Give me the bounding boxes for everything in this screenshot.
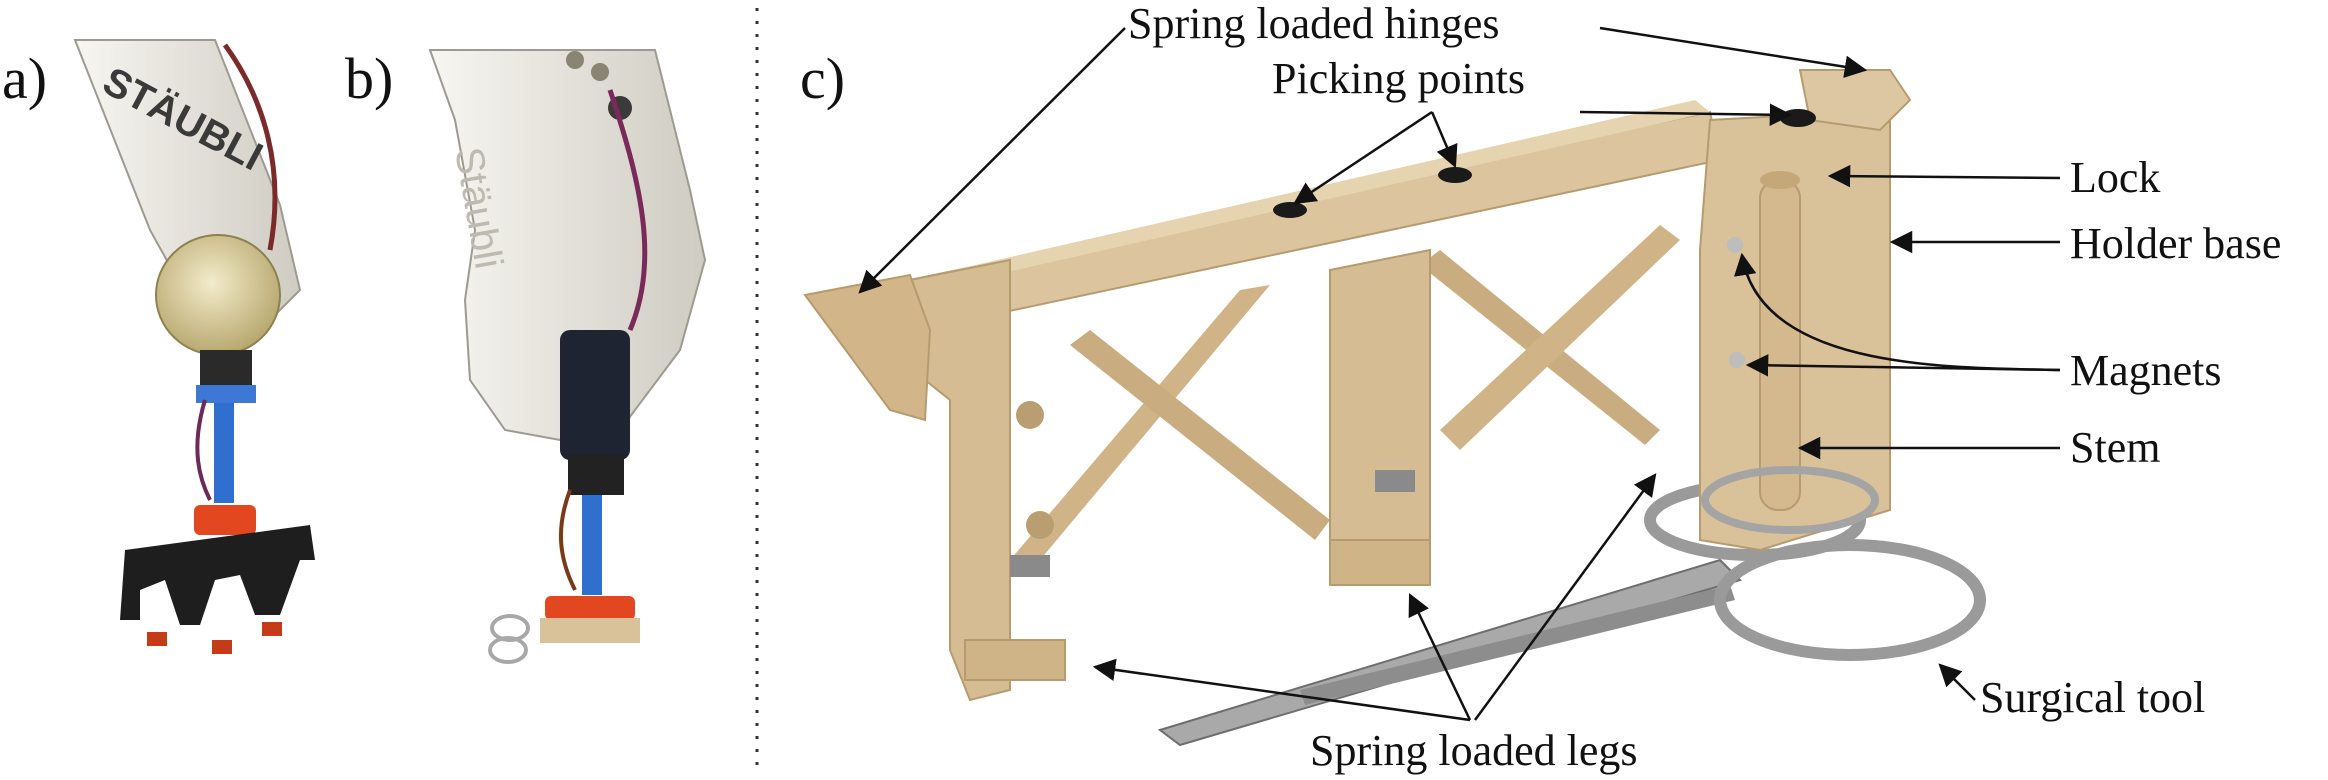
- label-hinges: Spring loaded hinges: [1128, 0, 1500, 48]
- gripper-b: [545, 596, 635, 620]
- foot-a1: [147, 632, 167, 646]
- tool-ring-b2: [488, 636, 528, 664]
- shaft-a: [214, 403, 234, 503]
- cable-b-low: [559, 489, 577, 591]
- foot-a2: [212, 640, 232, 654]
- gripper-a: [194, 505, 256, 535]
- arrow-magnet-2: [1745, 354, 2061, 377]
- arrow-hinge-right: [1599, 26, 1868, 78]
- connector-b2: [591, 63, 609, 81]
- label-magnets: Magnets: [2070, 346, 2222, 395]
- wrist-b: [560, 330, 630, 460]
- label-picking: Picking points: [1272, 54, 1525, 103]
- arrow-leg-2: [1408, 592, 1472, 721]
- surgical-tool: [1157, 479, 1986, 747]
- cable-b: [607, 89, 648, 331]
- holder-black-a: [120, 525, 315, 625]
- arrow-pick-3: [1579, 103, 1793, 126]
- shaft-b: [582, 495, 602, 595]
- panel-a: a) STÄUBLI: [2, 39, 315, 654]
- arrow-pick-2: [1430, 111, 1458, 169]
- arrow-surgical-tool: [1938, 663, 1976, 701]
- cable-a-low: [195, 399, 212, 501]
- label-surgical-tool: Surgical tool: [1980, 673, 2205, 722]
- arrow-hinge-left: [858, 27, 1126, 294]
- panel-b: b) Stäubli: [345, 46, 707, 664]
- holder-b: [540, 618, 640, 643]
- foot-a3: [262, 622, 282, 636]
- joint-disk-a: [155, 234, 281, 356]
- connector-b1: [566, 51, 584, 69]
- panel-c-letter: c): [800, 46, 845, 111]
- arrow-leg-3: [1473, 473, 1657, 721]
- label-holder-base: Holder base: [2070, 219, 2281, 268]
- flange-b: [568, 455, 624, 495]
- holder-frame: [803, 69, 1912, 702]
- arrow-lock: [1827, 164, 2061, 188]
- flange-a: [196, 385, 256, 403]
- panel-c: c): [800, 0, 2281, 775]
- panel-b-letter: b): [345, 46, 393, 111]
- arrow-pick-1: [1293, 110, 1433, 205]
- wrist-a: [200, 350, 252, 388]
- label-lock: Lock: [2070, 153, 2160, 202]
- cable-a: [222, 43, 278, 251]
- arrow-leg-1: [1092, 658, 1471, 722]
- leader-arrows: [858, 26, 2061, 722]
- panel-a-letter: a): [2, 46, 47, 111]
- label-legs: Spring loaded legs: [1310, 726, 1638, 775]
- label-stem: Stem: [2070, 423, 2160, 472]
